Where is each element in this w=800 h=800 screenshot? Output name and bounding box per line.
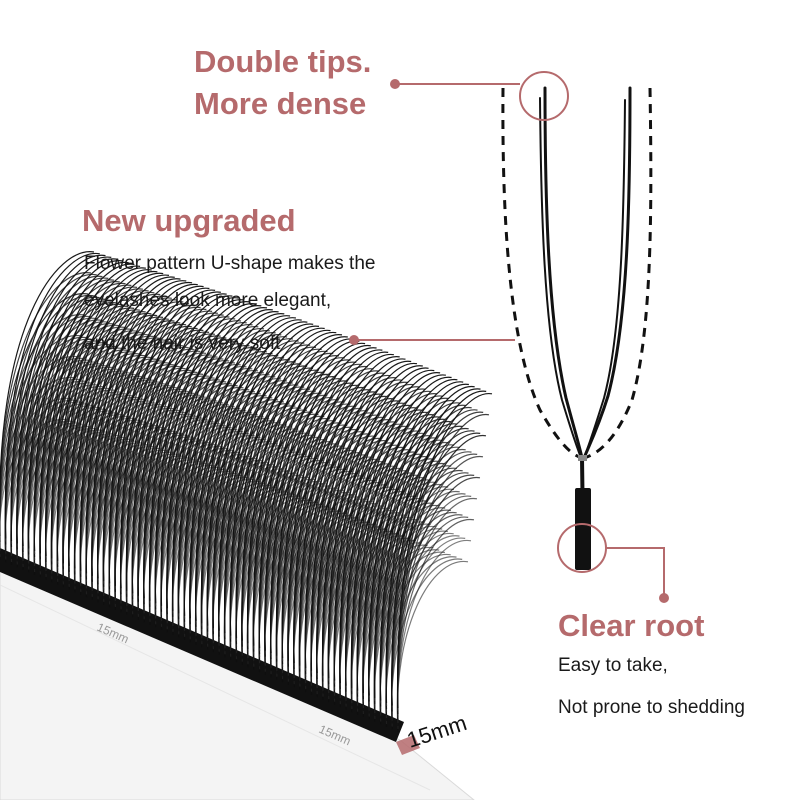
lash-hair bbox=[177, 309, 273, 614]
lash-hair bbox=[397, 393, 493, 709]
lash-hair bbox=[68, 272, 164, 566]
lash-hair bbox=[247, 334, 343, 644]
lash-hair bbox=[304, 356, 400, 669]
lash-hair bbox=[131, 293, 227, 594]
lash-hair bbox=[241, 331, 337, 641]
new-upgraded-heading: New upgraded bbox=[82, 203, 296, 238]
lash-hair bbox=[327, 365, 423, 679]
length-marker: 15mm bbox=[396, 710, 470, 755]
clear-root-text-line1: Easy to take, bbox=[558, 655, 668, 676]
lash-hair bbox=[252, 336, 348, 646]
lash-hair bbox=[270, 342, 366, 654]
callout-double-tips-pointer bbox=[390, 71, 569, 121]
double-tips-heading-line2: More dense bbox=[194, 86, 367, 121]
lash-hair bbox=[91, 280, 187, 576]
lash-hair bbox=[62, 270, 158, 564]
lash-hair bbox=[275, 345, 371, 656]
lash-hair bbox=[362, 379, 458, 694]
lash-hair bbox=[293, 351, 389, 664]
lash-hair bbox=[97, 282, 193, 579]
lash-hair bbox=[224, 325, 320, 634]
clear-root-heading: Clear root bbox=[558, 608, 705, 643]
lash-hair bbox=[45, 265, 141, 556]
lash-hair bbox=[33, 261, 129, 552]
lash-hair bbox=[108, 285, 204, 584]
lash-hair bbox=[74, 274, 170, 569]
lash-hair bbox=[391, 390, 487, 706]
single-fan-lash bbox=[539, 86, 632, 570]
lash-hair bbox=[345, 372, 441, 686]
lash-hair bbox=[102, 283, 198, 581]
double-tips-heading-line1: Double tips. bbox=[194, 44, 372, 79]
lash-hair bbox=[333, 367, 429, 681]
lash-hair bbox=[154, 301, 250, 604]
lash-hair bbox=[287, 349, 383, 661]
lash-hair bbox=[79, 276, 175, 571]
lash-hair bbox=[298, 354, 394, 666]
lash-hair bbox=[22, 258, 118, 547]
length-label: 15mm bbox=[404, 710, 470, 753]
lash-strip bbox=[0, 251, 493, 742]
callout-new-upgraded-pointer bbox=[349, 335, 515, 345]
lash-hair bbox=[56, 269, 152, 561]
lash-hair bbox=[368, 381, 464, 696]
lash-hair bbox=[235, 329, 331, 639]
lash-hair bbox=[218, 323, 314, 631]
new-upgraded-text-line3: and the hair is very soft bbox=[84, 333, 281, 354]
lash-hair bbox=[0, 251, 95, 536]
lash-hair bbox=[316, 360, 412, 674]
lash-hair bbox=[310, 358, 406, 671]
lash-hair bbox=[373, 383, 469, 699]
lash-hair bbox=[229, 327, 325, 636]
lash-hair bbox=[166, 305, 262, 609]
lash-hair bbox=[183, 311, 279, 616]
lash-hair bbox=[379, 386, 475, 701]
lash-hair bbox=[114, 287, 210, 586]
lash-hair bbox=[39, 263, 135, 554]
lash-hair bbox=[258, 338, 354, 649]
lash-hair bbox=[212, 321, 308, 629]
lash-hair bbox=[396, 477, 481, 721]
lash-hair bbox=[339, 369, 435, 684]
lash-outline-dashed bbox=[501, 87, 653, 460]
lash-hair bbox=[385, 388, 481, 704]
lash-hair bbox=[16, 256, 112, 544]
callout-clear-root-pointer bbox=[557, 523, 669, 603]
lash-hair bbox=[160, 303, 256, 606]
lash-hair bbox=[322, 363, 418, 676]
lash-hair bbox=[200, 317, 296, 624]
lash-hair bbox=[125, 291, 221, 591]
lash-hair bbox=[281, 347, 377, 659]
lash-hair bbox=[356, 376, 452, 691]
lash-hair bbox=[350, 374, 446, 689]
lash-hair bbox=[10, 254, 106, 542]
lash-hair bbox=[195, 315, 291, 621]
lash-hair bbox=[264, 340, 360, 651]
lash-hair bbox=[143, 297, 239, 599]
lash-hair bbox=[149, 299, 245, 601]
clear-root-text-line2: Not prone to shedding bbox=[558, 697, 745, 718]
new-upgraded-text-line1: Flower pattern U-shape makes the bbox=[84, 253, 376, 274]
lash-hair bbox=[206, 319, 302, 626]
new-upgraded-text-line2: eyelashes look more elegant, bbox=[84, 290, 332, 311]
lash-hair bbox=[27, 260, 123, 549]
lash-hair bbox=[4, 252, 100, 539]
lash-hair bbox=[189, 313, 285, 619]
lash-hair bbox=[172, 307, 268, 611]
lash-hair bbox=[120, 289, 216, 589]
lash-hair bbox=[50, 267, 146, 559]
lash-hair bbox=[137, 295, 233, 596]
lash-hair bbox=[85, 278, 181, 574]
